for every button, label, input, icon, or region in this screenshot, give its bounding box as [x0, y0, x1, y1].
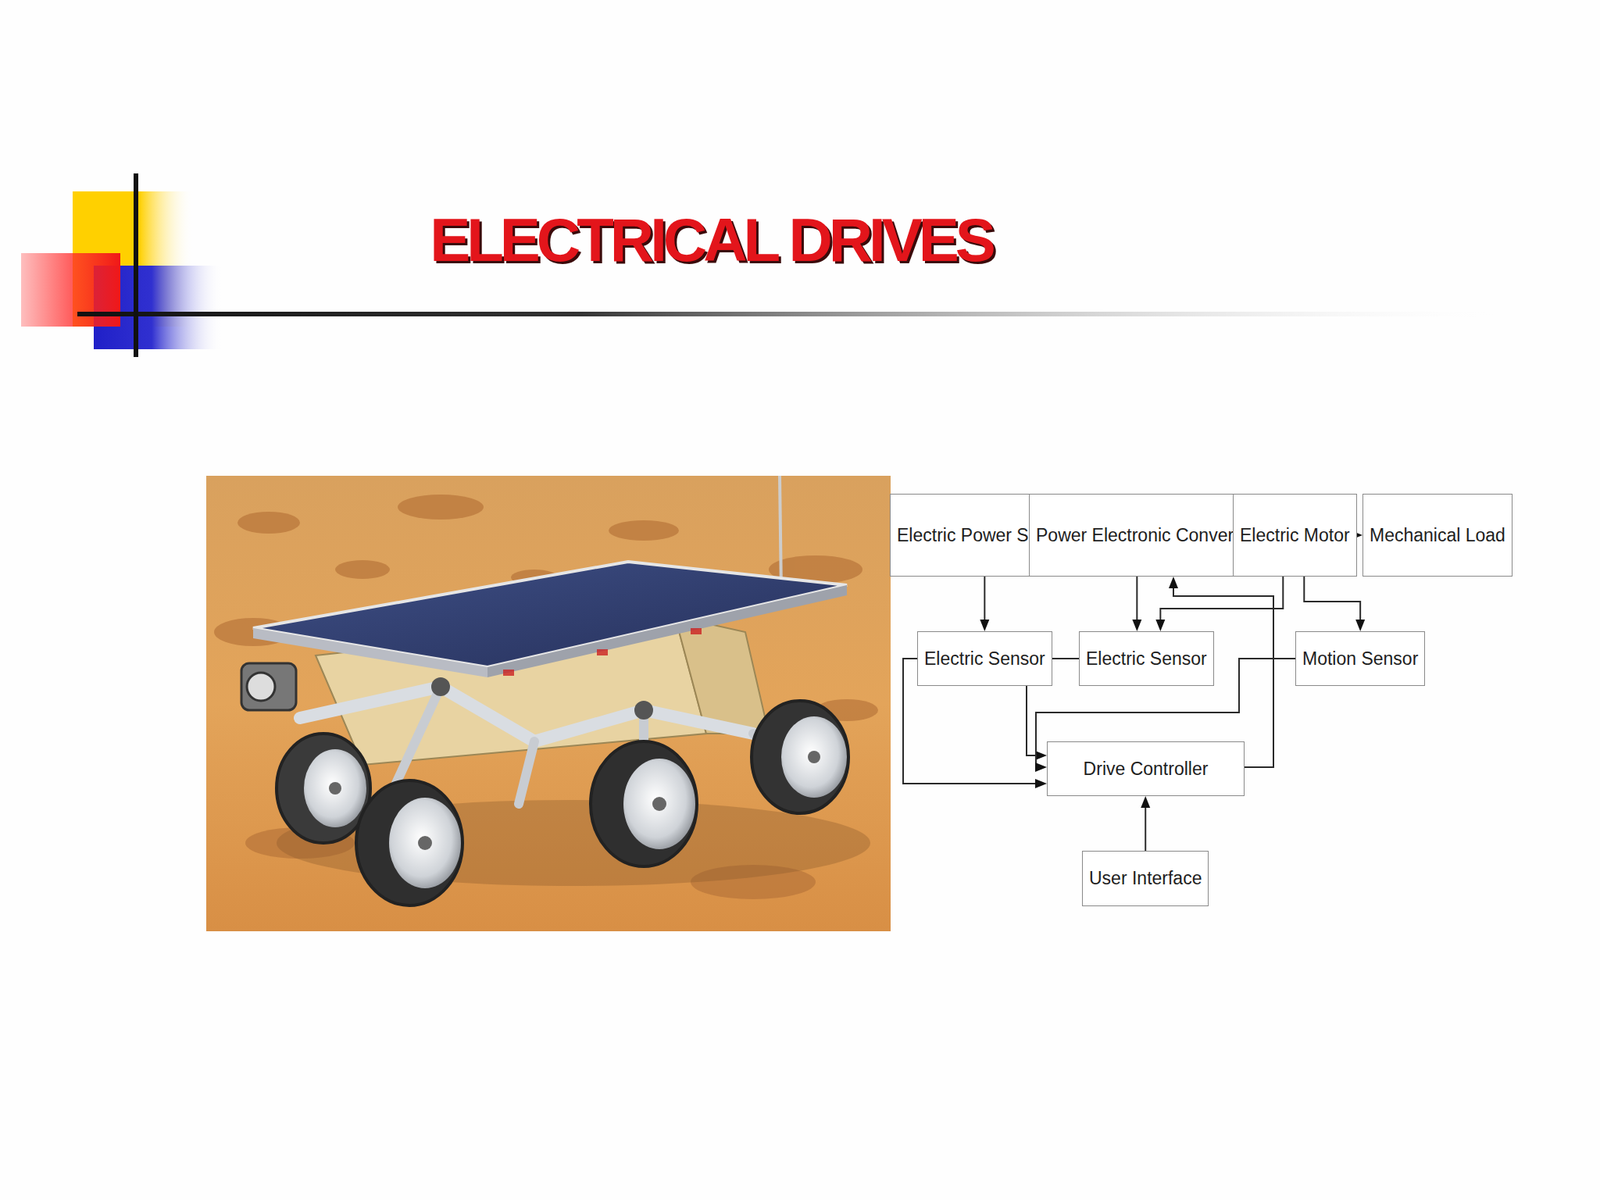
signal-arrow [1303, 576, 1365, 632]
block-box: Motion Sensor [1295, 631, 1425, 686]
block-label: Electric Sensor [1085, 646, 1208, 672]
signal-arrow [1132, 576, 1142, 632]
block-box: Electric Sensor [1078, 631, 1215, 686]
block-label: Mechanical Load [1369, 523, 1506, 548]
block-label: Electric Motor [1239, 523, 1350, 548]
block-label: User Interface [1089, 866, 1202, 891]
block-box: Electric Sensor [917, 631, 1053, 686]
block-box: Power Electronic Converter [1028, 493, 1262, 577]
block-label: Drive Controller [1083, 757, 1209, 782]
block-label: Power Electronic Converter [1035, 523, 1255, 548]
slide-title: ELECTRICAL DRIVES [0, 204, 1422, 276]
block-box: User Interface [1082, 850, 1209, 907]
block-box: Mechanical Load [1362, 493, 1513, 577]
block-label: Motion Sensor [1302, 646, 1418, 672]
rover-photo [206, 475, 891, 932]
block-label: Electric Sensor [924, 646, 1046, 672]
block-box: Drive Controller [1046, 741, 1245, 797]
corner-decoration [0, 0, 1600, 407]
block-box: Electric Motor [1232, 493, 1358, 577]
signal-arrow [1140, 796, 1150, 851]
signal-arrow [1155, 576, 1283, 632]
signal-arrow [979, 576, 990, 632]
